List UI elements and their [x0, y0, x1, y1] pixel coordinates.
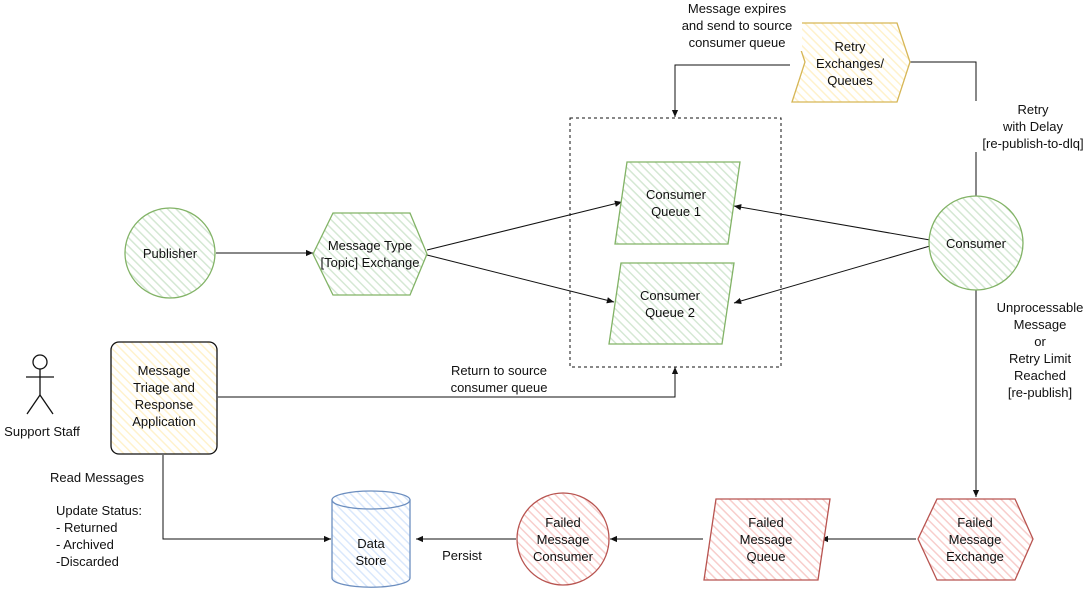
queue2-node[interactable]: [608, 262, 735, 345]
edge-label-read-messages: Read Messages: [50, 469, 154, 486]
edge-label-return-source: Return to source consumer queue: [432, 362, 566, 396]
failed-exchange-node[interactable]: [917, 498, 1034, 581]
exchange-node[interactable]: [312, 212, 428, 296]
failed-queue-node[interactable]: [703, 498, 831, 581]
edge-retry-to-queues: [671, 64, 790, 117]
triage-node[interactable]: [110, 341, 218, 455]
edge-triage-to-datastore: [162, 455, 331, 543]
retry-node[interactable]: [791, 22, 911, 103]
edge-consumer-to-retry: [896, 58, 977, 196]
datastore-node[interactable]: [331, 490, 411, 588]
queue1-node[interactable]: [614, 161, 741, 245]
edge-exchange-to-queue1: [426, 200, 623, 251]
publisher-node[interactable]: [124, 207, 216, 299]
support-staff-actor-icon: [26, 354, 54, 415]
edge-label-retry-delay: Retry with Delay [re-publish-to-dlq]: [974, 101, 1092, 152]
edge-label-update-status: Update Status: - Returned - Archived -Di…: [56, 502, 156, 570]
edge-triage-return-to-queue: [218, 367, 679, 398]
consumer-node[interactable]: [928, 195, 1024, 291]
edge-consumer-to-queue2: [733, 245, 931, 305]
failed-consumer-node[interactable]: [516, 492, 610, 586]
edge-consumer-to-queue1: [733, 204, 931, 241]
edge-exchange-to-queue2: [426, 254, 615, 304]
edge-label-persist: Persist: [436, 547, 488, 564]
edge-label-unprocessable: Unprocessable Message or Retry Limit Rea…: [990, 299, 1090, 401]
edge-label-expires: Message expires and send to source consu…: [672, 0, 802, 51]
